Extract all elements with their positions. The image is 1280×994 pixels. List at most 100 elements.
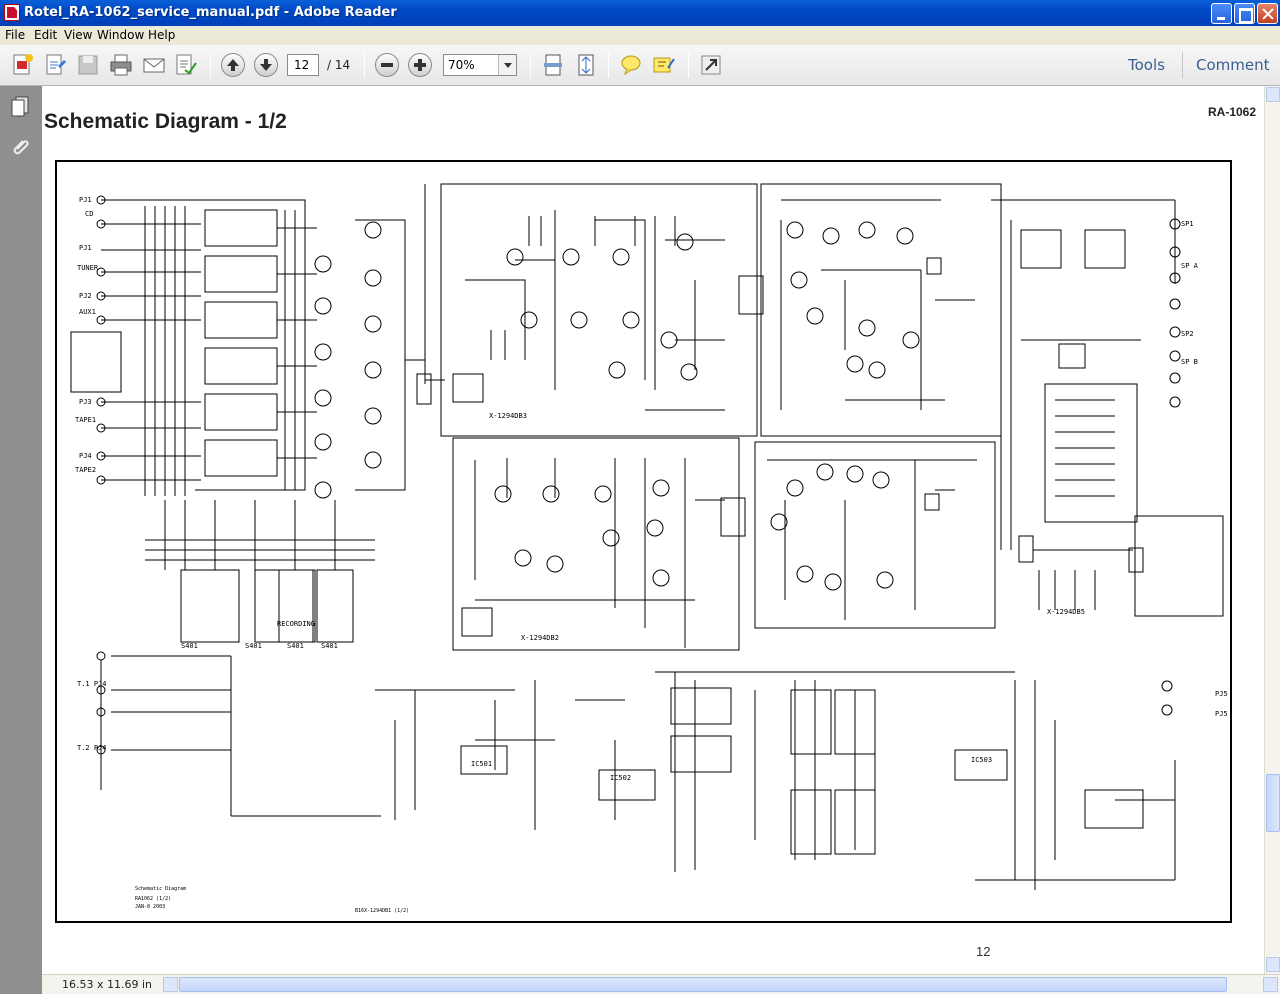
previous-page-button[interactable] (221, 53, 245, 77)
save-icon[interactable] (75, 52, 101, 78)
close-button[interactable] (1257, 3, 1278, 24)
svg-text:S401: S401 (181, 642, 198, 650)
toolbar-separator (688, 52, 689, 78)
svg-text:T.2 PJ4: T.2 PJ4 (77, 744, 107, 752)
comment-icon[interactable] (618, 52, 644, 78)
scroll-left-arrow[interactable] (163, 977, 178, 992)
next-page-button[interactable] (254, 53, 278, 77)
function-switch-block (96, 500, 381, 817)
tone-section (375, 671, 1176, 890)
scroll-right-arrow[interactable] (1263, 977, 1278, 992)
menu-window[interactable]: Window (97, 28, 145, 42)
svg-text:PJ5: PJ5 (1215, 690, 1228, 698)
fit-page-icon[interactable] (573, 52, 599, 78)
pages-panel-icon[interactable] (9, 95, 31, 117)
edit-pdf-icon[interactable] (42, 52, 68, 78)
vertical-scroll-thumb[interactable] (1266, 774, 1280, 832)
menu-help[interactable]: Help (148, 28, 176, 42)
svg-text:SP2: SP2 (1181, 330, 1194, 338)
svg-text:PJ3: PJ3 (79, 398, 92, 406)
speaker-output-block (991, 199, 1224, 617)
svg-text:IC503: IC503 (971, 756, 992, 764)
svg-text:SP B: SP B (1181, 358, 1198, 366)
page-heading: Schematic Diagram - 1/2 (44, 110, 287, 133)
horizontal-scrollbar[interactable]: 16.53 x 11.69 in (42, 974, 1280, 994)
svg-text:TAPE1: TAPE1 (75, 416, 96, 424)
attachments-icon[interactable] (9, 136, 31, 158)
svg-text:SP A: SP A (1181, 262, 1199, 270)
svg-text:S401: S401 (245, 642, 262, 650)
connector-k4a (720, 497, 746, 537)
pdf-app-icon (4, 4, 20, 21)
transistor-column (314, 184, 445, 499)
maximize-button[interactable] (1234, 3, 1255, 24)
arrow-down-icon (260, 59, 272, 71)
scroll-up-arrow[interactable] (1266, 87, 1280, 102)
svg-text:PJ1: PJ1 (79, 244, 92, 252)
zoom-out-button[interactable] (375, 53, 399, 77)
document-view[interactable]: Schematic Diagram - 1/2 RA-1062 (42, 86, 1264, 974)
expand-icon[interactable] (698, 52, 724, 78)
email-icon[interactable] (141, 52, 167, 78)
horizontal-scroll-thumb[interactable] (179, 977, 1227, 992)
connector-k3a (738, 275, 764, 315)
model-number: RA-1062 (1208, 105, 1257, 119)
menu-edit[interactable]: Edit (34, 28, 58, 42)
toolbar-separator (530, 52, 531, 78)
upper-amp-left-block (440, 183, 758, 437)
svg-text:JAN-8 2003: JAN-8 2003 (135, 904, 165, 910)
svg-text:Schematic Diagram: Schematic Diagram (135, 886, 186, 892)
window-title: Rotel_RA-1062_service_manual.pdf - Adobe… (24, 5, 397, 20)
svg-text:PJ4: PJ4 (79, 452, 92, 460)
scroll-down-arrow[interactable] (1266, 957, 1280, 972)
svg-text:X-1294DB5: X-1294DB5 (1047, 608, 1085, 616)
svg-text:PJ1: PJ1 (79, 196, 92, 204)
page-number-input[interactable]: 12 (287, 54, 319, 76)
scrolling-mode-icon[interactable] (540, 52, 566, 78)
page-size-readout: 16.53 x 11.69 in (62, 978, 153, 991)
highlight-icon[interactable] (651, 52, 677, 78)
toolbar-separator (364, 52, 365, 78)
plus-icon (414, 59, 426, 71)
print-icon[interactable] (108, 52, 134, 78)
navigation-panel (0, 86, 42, 994)
svg-text:B16X-1294DB1 (1/2): B16X-1294DB1 (1/2) (355, 908, 409, 914)
svg-text:PJ2: PJ2 (79, 292, 92, 300)
page-total: / 14 (327, 58, 351, 72)
svg-text:S401: S401 (287, 642, 304, 650)
chevron-down-icon[interactable] (498, 55, 516, 75)
toolbar: 12 / 14 70% Tools Comment (0, 45, 1280, 86)
tools-pane-button[interactable]: Tools (1128, 56, 1165, 74)
svg-text:RA1062 (1/2): RA1062 (1/2) (135, 896, 171, 902)
svg-text:TUNER: TUNER (77, 264, 99, 272)
zoom-level-select[interactable]: 70% (443, 54, 517, 76)
svg-text:IC501: IC501 (471, 760, 492, 768)
minimize-button[interactable] (1211, 3, 1232, 24)
toolbar-separator (1182, 52, 1183, 78)
page-footer-number: 12 (976, 944, 991, 959)
menu-view[interactable]: View (64, 28, 93, 42)
relay-bank (195, 199, 317, 491)
menu-bar: File Edit View Window Help (0, 26, 1280, 45)
toolbar-separator (210, 52, 211, 78)
review-icon[interactable] (173, 52, 199, 78)
lower-amp-right-block (754, 441, 996, 629)
svg-text:PJ5: PJ5 (1215, 710, 1228, 718)
svg-text:T.1 PJ4: T.1 PJ4 (77, 680, 107, 688)
zoom-level-value: 70% (448, 58, 475, 72)
svg-text:SP1: SP1 (1181, 220, 1194, 228)
comment-pane-button[interactable]: Comment (1196, 56, 1270, 74)
svg-text:CD: CD (85, 210, 93, 218)
create-pdf-icon[interactable] (10, 52, 36, 78)
arrow-up-icon (227, 59, 239, 71)
vertical-scrollbar[interactable] (1264, 86, 1280, 974)
title-bar: Rotel_RA-1062_service_manual.pdf - Adobe… (0, 0, 1280, 26)
zoom-in-button[interactable] (408, 53, 432, 77)
svg-text:IC502: IC502 (610, 774, 631, 782)
menu-file[interactable]: File (5, 28, 26, 42)
svg-text:X-1294DB2: X-1294DB2 (521, 634, 559, 642)
svg-text:TAPE2: TAPE2 (75, 466, 96, 474)
